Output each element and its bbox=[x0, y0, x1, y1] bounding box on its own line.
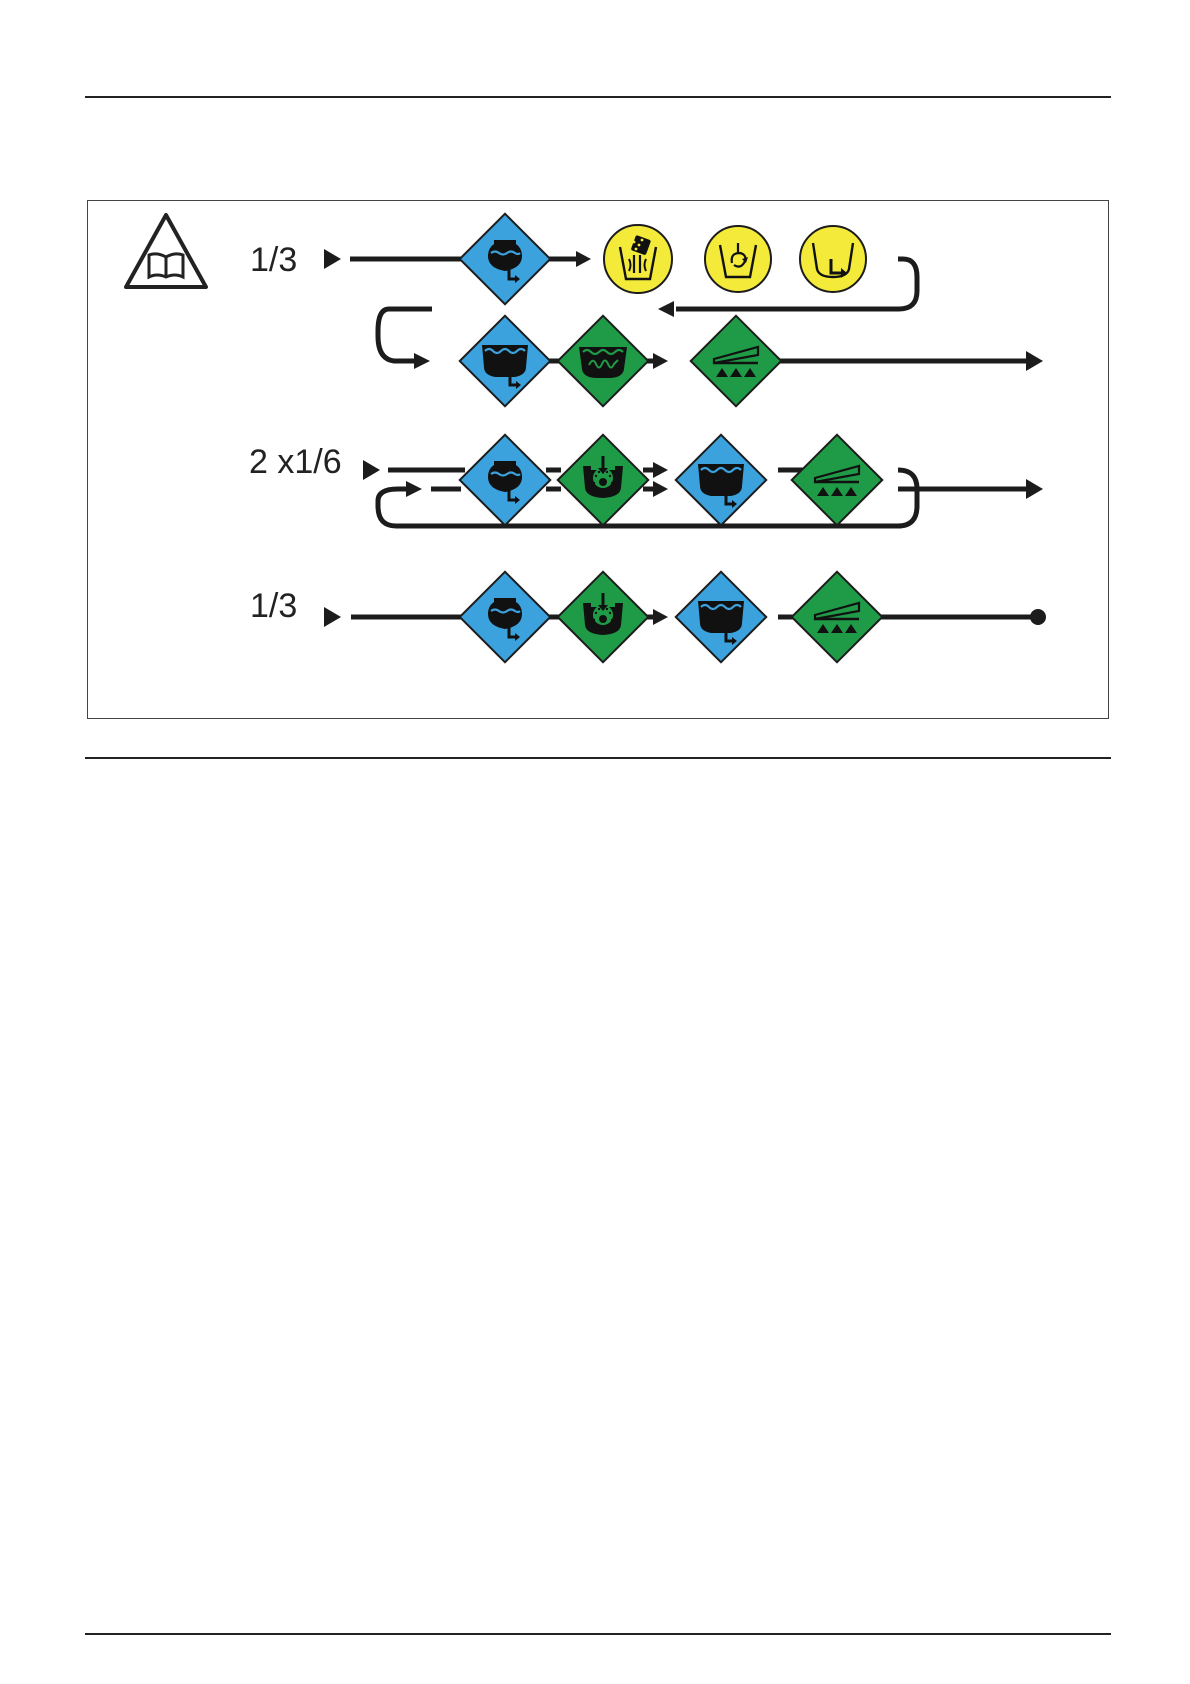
rinse-procedure-diagram: 1/3 bbox=[87, 200, 1109, 719]
warning-read-manual-icon bbox=[126, 215, 206, 287]
rinse-tank-icon bbox=[460, 435, 551, 526]
rinse-tank-icon bbox=[460, 572, 551, 663]
boom-spray-icon bbox=[792, 435, 883, 526]
arrow-right-icon bbox=[653, 462, 668, 478]
cleaning-nozzle-icon bbox=[558, 572, 649, 663]
arrow-right-icon bbox=[1026, 479, 1043, 499]
arrow-right-icon bbox=[653, 353, 668, 369]
row-1-label: 1/3 bbox=[250, 241, 297, 279]
arrow-right-icon bbox=[653, 609, 668, 625]
rinse-tank-icon bbox=[460, 214, 551, 305]
arrow-right-icon bbox=[1026, 351, 1043, 371]
row-2-label: 2 x1/6 bbox=[249, 443, 342, 481]
arrow-right-icon bbox=[324, 249, 341, 269]
arrow-right-icon bbox=[653, 481, 668, 497]
sponge-hand-icon bbox=[604, 225, 672, 293]
agitation-icon bbox=[558, 316, 649, 407]
arrow-right-icon bbox=[324, 607, 341, 627]
arrow-right-icon bbox=[576, 251, 591, 267]
top-rule bbox=[85, 96, 1111, 98]
arrow-right-icon bbox=[406, 481, 422, 497]
arrow-right-icon bbox=[414, 353, 430, 369]
main-tank-icon bbox=[676, 435, 767, 526]
boom-spray-icon bbox=[792, 572, 883, 663]
main-tank-icon bbox=[676, 572, 767, 663]
boom-spray-icon bbox=[691, 316, 782, 407]
main-tank-icon bbox=[460, 316, 551, 407]
row-1-flow bbox=[350, 259, 1033, 361]
middle-rule bbox=[85, 757, 1111, 759]
row-3-label: 1/3 bbox=[250, 587, 297, 625]
arrow-left-icon bbox=[658, 301, 674, 317]
arrow-right-icon bbox=[363, 460, 380, 480]
end-point-icon bbox=[1030, 609, 1046, 625]
drain-icon bbox=[800, 226, 866, 292]
bottom-rule bbox=[85, 1633, 1111, 1635]
rinse-swirl-icon bbox=[705, 226, 771, 292]
cleaning-nozzle-icon bbox=[558, 435, 649, 526]
